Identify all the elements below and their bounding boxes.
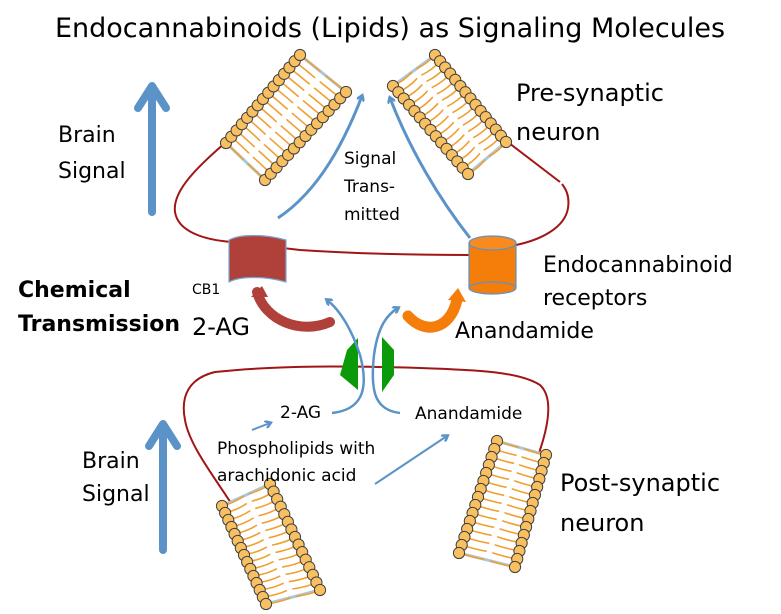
- signal-transmitted-line1: Signal: [344, 149, 396, 169]
- anandamide-label-large: Anandamide: [455, 319, 594, 344]
- post-synaptic-membrane: [182, 365, 550, 566]
- lipid-head: [461, 167, 475, 181]
- brain-signal-arrow-top: [134, 82, 170, 216]
- post-synaptic-bilayer-left: [215, 477, 327, 611]
- brain-signal-top-line2: Signal: [58, 159, 126, 184]
- phospholipids-line2: arachidonic acid: [217, 466, 356, 486]
- diagram-title: Endocannabinoids (Lipids) as Signaling M…: [55, 13, 725, 44]
- two-ag-label-small: 2-AG: [280, 403, 321, 423]
- endocannabinoid-receptor: [468, 235, 517, 295]
- anandamide-release-arrow: [371, 308, 400, 415]
- lipid-head: [293, 48, 307, 62]
- chemical-transmission-line1: Chemical: [18, 278, 131, 303]
- endocannabinoid-receptors-line2: receptors: [543, 286, 647, 311]
- phospholipids-line1: Phospholipids with: [217, 439, 375, 459]
- signal-transmitted-line3: mitted: [344, 205, 400, 225]
- phospholipid-to-anandamide-arrow: [374, 436, 447, 485]
- transporter-left: [340, 338, 358, 390]
- chemical-transmission-line2: Transmission: [18, 312, 180, 337]
- two-ag-label-large: 2-AG: [192, 313, 250, 341]
- post-synaptic-bilayer-right: [452, 434, 553, 574]
- lipid-head: [452, 546, 466, 560]
- pre-synaptic-label-line1: Pre-synaptic: [516, 79, 664, 107]
- anandamide-label-small: Anandamide: [415, 404, 522, 424]
- anandamide-binding-arrow: [402, 288, 466, 333]
- post-synaptic-label-line1: Post-synaptic: [560, 469, 720, 497]
- pre-synaptic-bilayer-right: [386, 48, 513, 181]
- lipid-head: [313, 583, 327, 597]
- lipid-head: [259, 597, 273, 611]
- pre-synaptic-label-line2: neuron: [516, 118, 600, 146]
- pre-synaptic-bilayer-left: [219, 48, 353, 187]
- brain-signal-bottom-line2: Signal: [82, 482, 150, 507]
- brain-signal-arrow-bottom: [145, 420, 181, 554]
- signal-transmitted-arrow-left: [277, 96, 362, 220]
- endocannabinoid-receptors-line1: Endocannabinoid: [543, 253, 733, 278]
- cb1-receptor: [228, 234, 287, 284]
- lipid-head: [339, 85, 353, 99]
- two-ag-binding-arrow: [251, 286, 335, 332]
- cb1-label: CB1: [192, 282, 220, 298]
- signal-transmitted-line2: Trans-: [343, 177, 395, 197]
- signal-transmitted-arrow-right: [390, 98, 472, 239]
- lipid-head: [499, 135, 513, 149]
- brain-signal-top-line1: Brain: [58, 123, 116, 148]
- pre-synaptic-membrane: [173, 139, 570, 256]
- transporter-right: [382, 337, 394, 392]
- brain-signal-bottom-line1: Brain: [82, 449, 140, 474]
- phospholipid-to-2ag-arrow: [251, 423, 270, 431]
- lipid-head: [508, 560, 522, 574]
- two-ag-release-arrow: [327, 300, 365, 415]
- post-synaptic-label-line2: neuron: [560, 509, 644, 537]
